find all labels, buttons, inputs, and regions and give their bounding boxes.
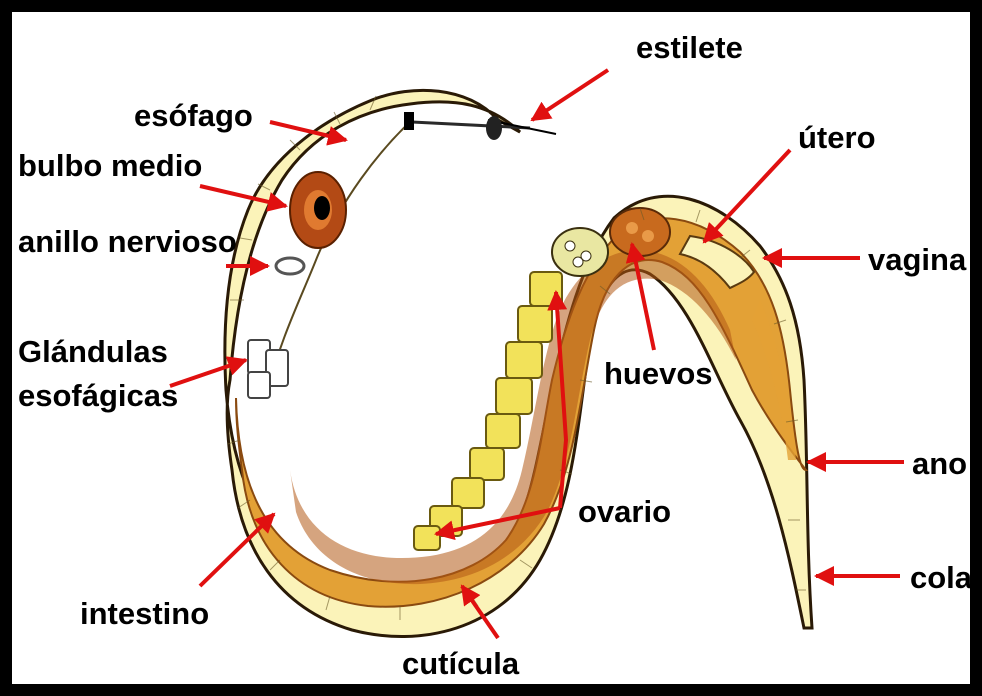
label-esofago: esófago [134,98,253,133]
label-huevos: huevos [604,356,713,391]
label-vagina: vagina [868,242,967,277]
label-glandulas-1: Glándulas [18,334,168,369]
egg-orange [610,208,670,256]
label-cola: cola [910,560,973,595]
egg-pale [552,228,608,276]
label-cuticula: cutícula [402,646,520,681]
label-anillo-nervioso: anillo nervioso [18,224,237,259]
label-ano: ano [912,446,967,481]
label-ovario: ovario [578,494,671,529]
label-glandulas-2: esofágicas [18,378,178,413]
label-utero: útero [798,120,876,155]
label-bulbo-medio: bulbo medio [18,148,202,183]
label-intestino: intestino [80,596,209,631]
stylet-knob [404,112,414,130]
label-estilete: estilete [636,30,743,65]
head-dark [486,116,502,140]
